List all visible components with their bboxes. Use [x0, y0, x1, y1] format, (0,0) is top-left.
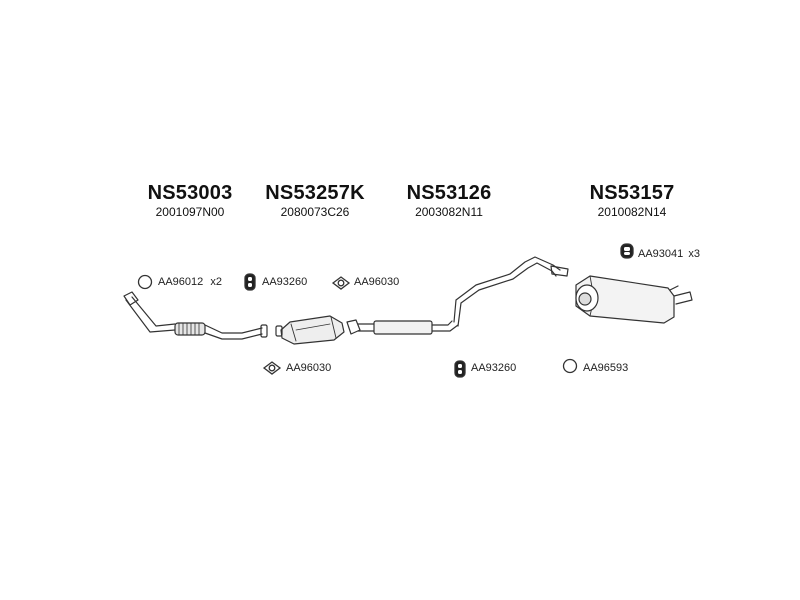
- accessory-qty: x2: [210, 276, 222, 288]
- rubber-hanger-icon[interactable]: [454, 360, 466, 378]
- rubber-hanger-icon[interactable]: [244, 273, 256, 291]
- accessory-code: AA93260: [471, 362, 517, 374]
- part-code: NS53257K: [265, 182, 365, 204]
- accessory-code: AA93260: [262, 276, 308, 288]
- rubber-hanger-icon[interactable]: [620, 243, 634, 259]
- accessory-code: AA96030: [286, 362, 332, 374]
- accessory-code: AA96012: [158, 276, 204, 288]
- accessory-qty: x3: [688, 248, 700, 260]
- part-code: NS53157: [589, 182, 675, 204]
- accessory-label[interactable]: AA96030: [354, 276, 399, 288]
- catalytic-converter-part[interactable]: [275, 315, 345, 345]
- accessory-code: AA96593: [583, 362, 629, 374]
- front-pipe-part[interactable]: [123, 291, 268, 340]
- part-code: NS53126: [406, 182, 492, 204]
- part-ref: 2001097N00: [155, 205, 225, 219]
- part-ref: 2080073C26: [280, 205, 350, 219]
- accessory-code: AA93041: [638, 248, 684, 260]
- part-code: NS53003: [147, 182, 233, 204]
- flange-gasket-icon[interactable]: [331, 276, 351, 290]
- accessory-code: AA96030: [354, 276, 400, 288]
- part-header-2[interactable]: NS53257K 2080073C26: [250, 182, 380, 219]
- ring-gasket-icon[interactable]: [562, 358, 578, 374]
- flange-gasket-icon[interactable]: [262, 361, 282, 375]
- part-header-3[interactable]: NS53126 2003082N11: [389, 182, 509, 219]
- accessory-label[interactable]: AA96030: [286, 362, 331, 374]
- accessory-label[interactable]: AA96593: [583, 362, 628, 374]
- accessory-label[interactable]: AA93260: [262, 276, 307, 288]
- ring-gasket-icon[interactable]: [137, 274, 153, 290]
- part-ref: 2003082N11: [415, 205, 483, 219]
- accessory-label[interactable]: AA93041 x3: [638, 248, 700, 260]
- part-header-1[interactable]: NS53003 2001097N00: [130, 182, 250, 219]
- rear-silencer-part[interactable]: [575, 275, 693, 324]
- accessory-label[interactable]: AA96012 x2: [158, 276, 222, 288]
- part-header-4[interactable]: NS53157 2010082N14: [572, 182, 692, 219]
- accessory-label[interactable]: AA93260: [471, 362, 516, 374]
- part-ref: 2010082N14: [597, 205, 667, 219]
- center-pipe-part[interactable]: [346, 256, 569, 335]
